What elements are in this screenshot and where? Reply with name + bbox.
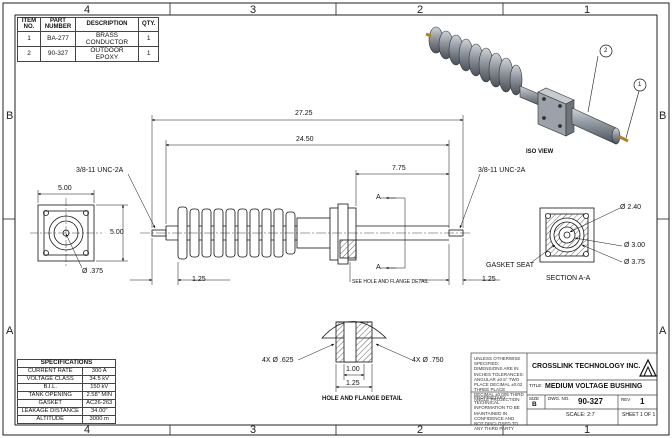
spec-value: 3000 m xyxy=(82,415,116,424)
detail-hole-left: 4X Ø .625 xyxy=(262,357,294,364)
detail-dim-inner: 1.00 xyxy=(346,366,360,373)
section-diameter-2: Ø 3.00 xyxy=(624,242,646,249)
dim-bore-diameter: Ø .375 xyxy=(82,268,104,275)
spec-key: LEAKAGE DISTANCE xyxy=(16,407,84,416)
drawing-number: 90-327 xyxy=(578,397,603,406)
bom-header-item: ITEM NO. xyxy=(17,17,41,32)
dim-end-right: 1.25 xyxy=(482,276,496,283)
section-diameter-3: Ø 3.75 xyxy=(624,259,646,266)
bom-cell: BA-277 xyxy=(40,30,76,47)
detail-view-model xyxy=(321,321,387,363)
spec-value: 34.00" xyxy=(82,407,116,416)
spec-key: ALTITUDE xyxy=(16,415,84,424)
proprietary-note: PROPRIETARY TECHNICAL INFORMATION TO BE … xyxy=(474,395,520,432)
title-label: TITLE: xyxy=(529,383,543,388)
left-view-model xyxy=(30,198,102,268)
iso-view-model xyxy=(425,26,647,145)
spec-key: VOLTAGE CLASS xyxy=(16,375,84,384)
spec-key: GASKET xyxy=(16,399,84,408)
detail-reference-note: SEE HOLE AND FLANGE DETAIL xyxy=(352,279,429,285)
bom-header-part: PART NUMBER xyxy=(40,17,76,32)
spec-value: 2.58" MIN xyxy=(82,391,116,400)
company-name: CROSSLINK TECHNOLOGY INC. xyxy=(532,363,641,370)
bom-header-description: DESCRIPTION xyxy=(75,17,139,32)
bom-cell: 2 xyxy=(17,45,41,62)
zone-bottom-1: 1 xyxy=(584,424,591,436)
bom-cell: 1 xyxy=(137,30,160,47)
zone-bottom-4: 4 xyxy=(84,424,91,436)
bom-cell: OUTDOOR EPOXY xyxy=(75,45,139,62)
spec-title: SPECIFICATIONS xyxy=(17,359,116,368)
dim-body-length: 24.50 xyxy=(296,136,314,143)
spec-row: B.I.L.150 kV xyxy=(16,383,116,392)
spec-key: B.I.L. xyxy=(16,383,84,392)
spec-value: 150 kV xyxy=(82,383,116,392)
bom-cell: 1 xyxy=(17,30,41,47)
bom-cell: 90-327 xyxy=(40,45,76,62)
dim-overall-length: 27.25 xyxy=(295,110,313,117)
balloon-2: 2 xyxy=(604,48,608,54)
zone-top-3: 3 xyxy=(250,4,257,16)
sheet-count: SHEET 1 OF 1 xyxy=(622,412,656,418)
dim-left-height: 5.00 xyxy=(110,229,124,236)
zone-left-a: A xyxy=(6,325,14,337)
dwg-no-label: DWG. NO. xyxy=(548,396,570,401)
company-logo xyxy=(639,358,657,377)
revision: 1 xyxy=(640,397,645,406)
zone-top-1: 1 xyxy=(584,4,591,16)
zone-right-a: A xyxy=(659,325,667,337)
tolerance-note: UNLESS OTHERWISE SPECIFIED: DIMENSIONS A… xyxy=(474,356,524,403)
bill-of-materials: ITEM NO. PART NUMBER DESCRIPTION QTY. 1 … xyxy=(17,17,160,62)
thread-callout-right: 3/8-11 UNC-2A xyxy=(478,167,526,174)
section-diameter-1: Ø 2.40 xyxy=(620,204,642,211)
detail-view-label: HOLE AND FLANGE DETAIL xyxy=(322,396,403,402)
front-view-model xyxy=(140,203,470,265)
section-view-label: SECTION A-A xyxy=(546,275,591,282)
bom-cell: 1 xyxy=(137,45,160,62)
spec-value: AC26-263 xyxy=(82,399,116,408)
rev-label: REV xyxy=(621,397,631,402)
section-view-model xyxy=(539,207,595,263)
size-label: SIZE xyxy=(529,396,540,401)
drawing-title: MEDIUM VOLTAGE BUSHING xyxy=(545,383,643,390)
section-marker-top: A xyxy=(376,194,381,201)
zone-left-b: B xyxy=(6,110,14,122)
thread-callout-left: 3/8-11 UNC-2A xyxy=(76,167,124,174)
spec-key: CURRENT RATE xyxy=(16,367,84,376)
detail-dim-outer: 1.25 xyxy=(346,380,360,387)
zone-top-4: 4 xyxy=(84,4,91,16)
bom-row: 2 90-327 OUTDOOR EPOXY 1 xyxy=(17,45,160,62)
section-marker-bottom: A xyxy=(376,264,381,271)
zone-top-2: 2 xyxy=(417,4,424,16)
zone-bottom-2: 2 xyxy=(417,424,424,436)
dim-end-left: 1.25 xyxy=(192,276,206,283)
balloon-1: 1 xyxy=(638,82,642,88)
spec-key: TANK OPENING xyxy=(16,391,84,400)
spec-value: 300 A xyxy=(82,367,116,376)
dim-left-width: 5.00 xyxy=(58,185,72,192)
bom-cell: BRASS CONDUCTOR xyxy=(75,30,139,47)
zone-right-b: B xyxy=(659,110,667,122)
bom-header-qty: QTY. xyxy=(137,17,160,32)
zone-bottom-3: 3 xyxy=(250,424,257,436)
bom-header-row: ITEM NO. PART NUMBER DESCRIPTION QTY. xyxy=(17,17,160,32)
detail-hole-right: 4X Ø .750 xyxy=(412,357,444,364)
drawing-scale: SCALE: 2:7 xyxy=(566,412,595,418)
bom-row: 1 BA-277 BRASS CONDUCTOR 1 xyxy=(17,30,160,47)
sheet-size: B xyxy=(532,401,537,408)
gasket-seat-label: GASKET SEAT xyxy=(486,262,534,269)
spec-header-row: SPECIFICATIONS xyxy=(17,359,116,368)
iso-view-label: ISO VIEW xyxy=(526,149,554,155)
dim-flange-position: 7.75 xyxy=(392,165,406,172)
spec-value: 34.5 kV xyxy=(82,375,116,384)
